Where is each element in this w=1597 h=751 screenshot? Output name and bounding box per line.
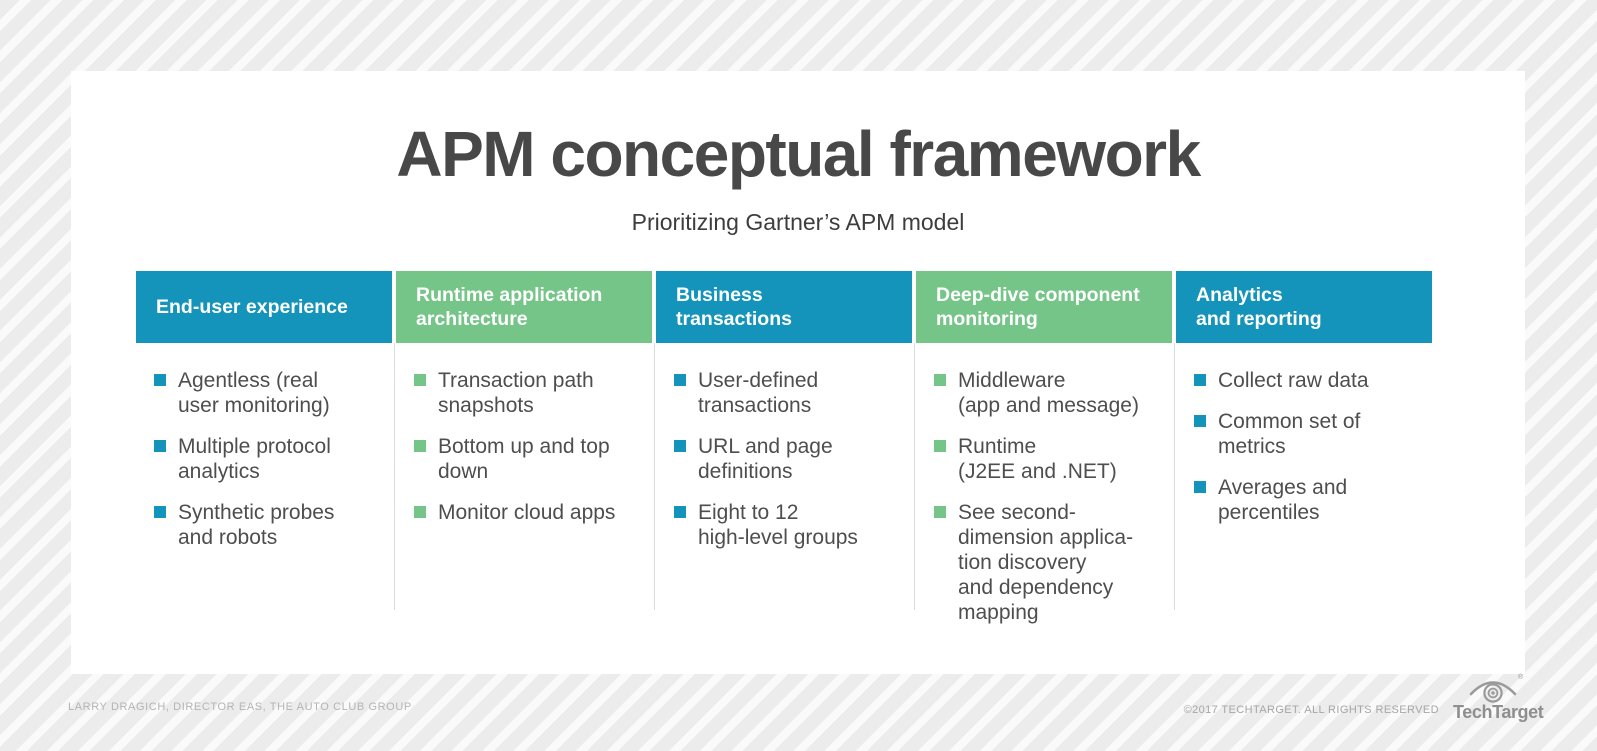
page-title: APM conceptual framework <box>396 118 1201 190</box>
bullet-square-icon <box>934 506 946 518</box>
bullet-square-icon <box>154 374 166 386</box>
techtarget-logo: ® TechTarget <box>1453 674 1544 723</box>
list-item-text: Transaction path snapshots <box>438 369 594 417</box>
list-item: Runtime (J2EE and .NET) <box>934 434 1166 484</box>
column-divider <box>654 343 655 610</box>
content-card: APM conceptual framework Prioritizing Ga… <box>71 71 1525 674</box>
list-item: Multiple protocol analytics <box>154 434 386 484</box>
column-header: Analytics and reporting <box>1176 271 1432 343</box>
techtarget-wordmark: TechTarget <box>1453 702 1544 722</box>
list-item: URL and page definitions <box>674 434 906 484</box>
column-list: Middleware (app and message) Runtime (J2E… <box>916 343 1172 625</box>
list-item: Synthetic probes and robots <box>154 500 386 550</box>
list-item: Transaction path snapshots <box>414 368 646 418</box>
list-item-text: Bottom up and top down <box>438 435 610 483</box>
list-item-text: URL and page definitions <box>698 435 833 483</box>
column-divider <box>914 343 915 610</box>
list-item-text: Collect raw data <box>1218 369 1369 392</box>
attribution-text: LARRY DRAGICH, DIRECTOR EAS, THE AUTO CL… <box>68 701 412 713</box>
bullet-square-icon <box>1194 415 1206 427</box>
bullet-square-icon <box>674 440 686 452</box>
bullet-square-icon <box>154 506 166 518</box>
column-divider <box>1174 343 1175 610</box>
bullet-square-icon <box>934 374 946 386</box>
copyright-text: ©2017 TECHTARGET. ALL RIGHTS RESERVED <box>1183 704 1439 716</box>
registered-trademark: ® <box>1517 674 1523 681</box>
framework-columns: End-user experience Agentless (real user… <box>136 271 1432 641</box>
bullet-square-icon <box>674 506 686 518</box>
column-header: Deep-dive component monitoring <box>916 271 1172 343</box>
column-header: Runtime application architecture <box>396 271 652 343</box>
bullet-square-icon <box>414 506 426 518</box>
bullet-square-icon <box>414 440 426 452</box>
list-item-text: Agentless (real user monitoring) <box>178 369 330 417</box>
column-header: End-user experience <box>136 271 392 343</box>
list-item: See second- dimension applica- tion disc… <box>934 500 1166 625</box>
bullet-square-icon <box>674 374 686 386</box>
bullet-square-icon <box>1194 481 1206 493</box>
list-item: User-defined transactions <box>674 368 906 418</box>
bullet-square-icon <box>414 374 426 386</box>
list-item: Agentless (real user monitoring) <box>154 368 386 418</box>
framework-column: Deep-dive component monitoring Middlewar… <box>916 271 1172 641</box>
framework-column: End-user experience Agentless (real user… <box>136 271 392 641</box>
framework-column: Business transactions User-defined trans… <box>656 271 912 641</box>
list-item-text: User-defined transactions <box>698 369 819 417</box>
framework-column: Runtime application architecture Transac… <box>396 271 652 641</box>
list-item-text: Middleware (app and message) <box>958 369 1139 417</box>
list-item: Monitor cloud apps <box>414 500 646 525</box>
list-item-text: Averages and percentiles <box>1218 476 1348 524</box>
list-item-text: Synthetic probes and robots <box>178 501 335 549</box>
footer-right: ©2017 TECHTARGET. ALL RIGHTS RESERVED ® … <box>1183 674 1544 723</box>
eye-target-icon <box>1469 681 1517 703</box>
list-item: Eight to 12 high-level groups <box>674 500 906 550</box>
page-subtitle: Prioritizing Gartner’s APM model <box>631 209 965 235</box>
list-item: Middleware (app and message) <box>934 368 1166 418</box>
list-item: Common set of metrics <box>1194 409 1426 459</box>
column-divider <box>394 343 395 610</box>
list-item-text: See second- dimension applica- tion disc… <box>958 501 1134 624</box>
bullet-square-icon <box>1194 374 1206 386</box>
list-item-text: Multiple protocol analytics <box>178 435 331 483</box>
bullet-square-icon <box>934 440 946 452</box>
list-item-text: Common set of metrics <box>1218 410 1361 458</box>
column-list: Agentless (real user monitoring) Multiple… <box>136 343 392 550</box>
column-header: Business transactions <box>656 271 912 343</box>
list-item-text: Eight to 12 high-level groups <box>698 501 858 549</box>
list-item: Collect raw data <box>1194 368 1426 393</box>
list-item-text: Monitor cloud apps <box>438 501 616 524</box>
framework-column: Analytics and reporting Collect raw data… <box>1176 271 1432 641</box>
list-item: Bottom up and top down <box>414 434 646 484</box>
list-item: Averages and percentiles <box>1194 475 1426 525</box>
bullet-square-icon <box>154 440 166 452</box>
list-item-text: Runtime (J2EE and .NET) <box>958 435 1117 483</box>
